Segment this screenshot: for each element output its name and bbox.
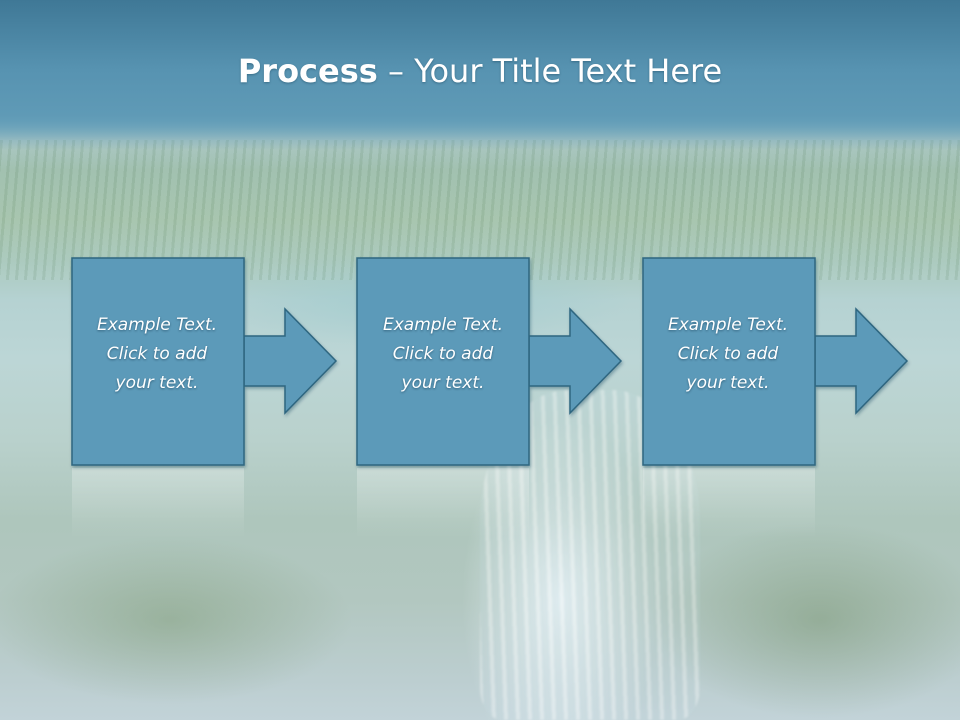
step-2[interactable] bbox=[356, 257, 623, 466]
step-2-box bbox=[356, 257, 530, 466]
step-2-line-2: Click to add bbox=[392, 344, 494, 364]
title-bold: Process bbox=[237, 52, 378, 90]
vegetation-texture bbox=[0, 140, 960, 280]
title-band bbox=[0, 0, 960, 150]
step-1-line-1: Example Text. bbox=[96, 315, 218, 335]
slide-title[interactable]: Process – Your Title Text Here bbox=[0, 52, 960, 90]
step-1-line-3: your text. bbox=[115, 373, 199, 393]
step-3-line-3: your text. bbox=[686, 373, 770, 393]
step-1-line-2: Click to add bbox=[106, 344, 208, 364]
step-2-text[interactable]: Example Text. Click to add your text. bbox=[356, 311, 530, 398]
arrow-right-icon bbox=[243, 307, 338, 415]
step-2-line-1: Example Text. bbox=[382, 315, 504, 335]
step-3[interactable] bbox=[642, 257, 909, 466]
arrow-right-icon bbox=[814, 307, 909, 415]
step-1-text[interactable]: Example Text. Click to add your text. bbox=[70, 311, 244, 398]
step-3-box bbox=[642, 257, 816, 466]
title-rest: – Your Title Text Here bbox=[377, 52, 723, 90]
step-1-box bbox=[71, 257, 245, 466]
step-3-text[interactable]: Example Text. Click to add your text. bbox=[641, 311, 815, 398]
step-1[interactable] bbox=[71, 257, 338, 466]
arrow-right-icon bbox=[528, 307, 623, 415]
step-3-line-2: Click to add bbox=[677, 344, 779, 364]
step-2-line-3: your text. bbox=[401, 373, 485, 393]
step-reflections bbox=[72, 468, 815, 538]
step-3-line-1: Example Text. bbox=[667, 315, 789, 335]
